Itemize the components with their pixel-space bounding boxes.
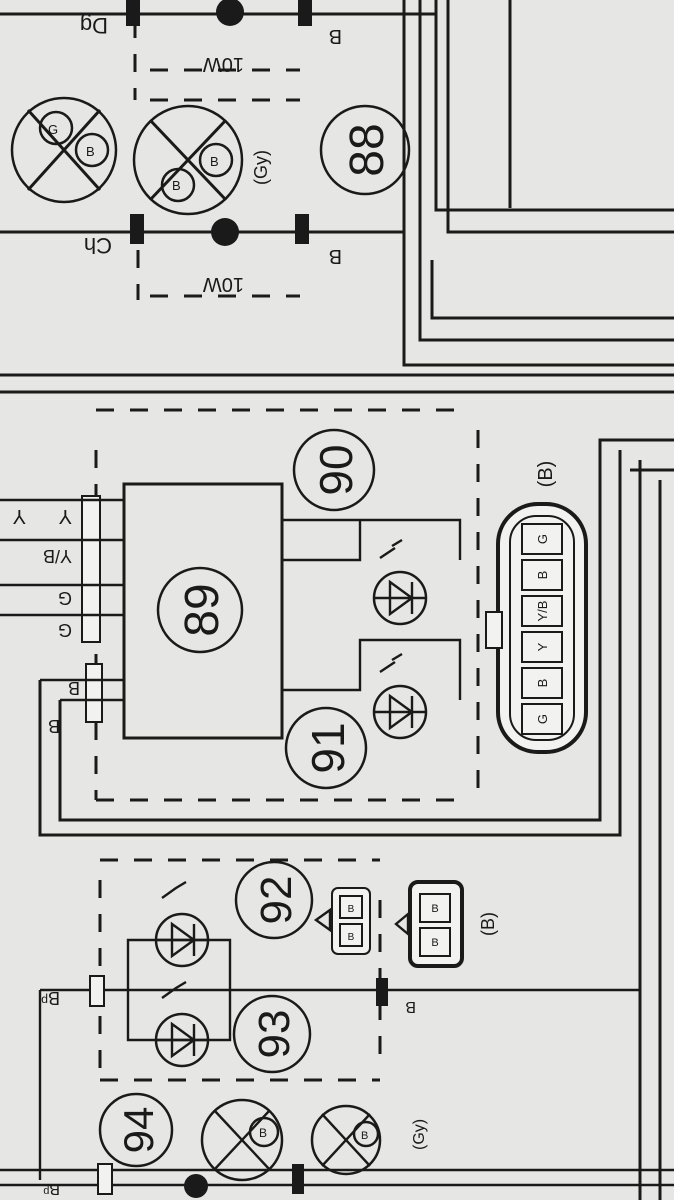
color-note-b-right: (B) — [535, 461, 557, 488]
svg-text:Bᵖ: Bᵖ — [41, 988, 60, 1008]
lamp-bulb-icon — [216, 0, 244, 26]
color-note-gy-upper: (Gy) — [251, 150, 271, 185]
led-upper — [372, 538, 428, 626]
svg-text:G: G — [58, 620, 72, 640]
color-note-b-lower: (B) — [478, 912, 498, 936]
small-connector-a: B B — [313, 887, 371, 955]
svg-text:B: B — [259, 1126, 267, 1140]
svg-text:93: 93 — [250, 1010, 299, 1059]
svg-text:B: B — [405, 998, 416, 1015]
small-connector-b: B B (B) — [394, 880, 498, 968]
svg-text:B: B — [535, 571, 550, 580]
terminal-bp — [89, 975, 105, 1007]
svg-text:G: G — [535, 534, 550, 544]
callout-94: 94 — [98, 1092, 174, 1168]
lamp-upper: Dg 10W B — [80, 0, 342, 102]
lamp-rating-middle: 10W — [203, 273, 244, 295]
lower-group: Bᵖ B Bᵖ 92 93 B B — [0, 460, 674, 1200]
pin-b: B — [86, 144, 95, 159]
callout-89: 89 — [156, 566, 244, 654]
pin-column: G B Y/B Y B G — [521, 523, 563, 735]
led-93 — [154, 980, 210, 1068]
lamp-rating-top: 10W — [203, 53, 244, 75]
svg-text:94: 94 — [115, 1107, 162, 1154]
svg-text:B: B — [68, 678, 80, 698]
terminal-b-mid — [295, 214, 309, 244]
svg-text:B: B — [361, 1130, 368, 1142]
led-lower — [372, 652, 428, 740]
terminal-b-top — [298, 0, 312, 26]
svg-text:Y: Y — [535, 642, 550, 651]
terminal-dg — [126, 0, 140, 26]
callout-88: 88 — [319, 104, 411, 196]
terminal-b-lower — [376, 978, 388, 1006]
pin-g: G — [48, 122, 58, 137]
svg-text:91: 91 — [302, 722, 354, 773]
module-group: 89 Y Y Y/B G G B B — [0, 408, 674, 837]
svg-text:Bᵖ: Bᵖ — [43, 1180, 60, 1197]
bulb-socket-lower-left: B — [200, 1098, 284, 1182]
svg-text:B: B — [172, 178, 181, 193]
callout-90: 90 — [292, 428, 376, 512]
svg-text:B: B — [431, 903, 438, 915]
callout-93: 93 — [232, 994, 312, 1074]
svg-text:B: B — [535, 679, 550, 688]
six-pin-connector: G B Y/B Y B G (B) — [485, 461, 588, 754]
svg-text:92: 92 — [252, 876, 301, 925]
lamp-middle: Ch 10W B — [84, 214, 342, 300]
bulb-socket-lower-right: B (Gy) — [310, 1104, 428, 1176]
harness-connector — [81, 495, 101, 643]
led-92 — [154, 880, 210, 968]
module-box — [122, 482, 284, 740]
svg-text:G: G — [58, 588, 72, 608]
svg-text:G: G — [535, 714, 550, 724]
svg-text:Y: Y — [13, 505, 26, 527]
callout-91: 91 — [284, 706, 368, 790]
svg-text:Y/B: Y/B — [43, 546, 72, 566]
svg-text:B: B — [348, 932, 355, 943]
callout-92: 92 — [234, 860, 314, 940]
svg-text:Y: Y — [59, 505, 72, 527]
bulb-socket-left: G B — [10, 96, 118, 204]
terminal-ch — [130, 214, 144, 244]
svg-text:89: 89 — [176, 583, 229, 636]
color-note-gy-lower: (Gy) — [411, 1119, 428, 1150]
svg-text:B: B — [348, 904, 355, 915]
svg-text:88: 88 — [341, 123, 394, 176]
ground-connector — [85, 663, 103, 723]
wire-label-ch: Ch — [84, 233, 112, 258]
svg-text:B: B — [210, 154, 219, 169]
bulb-socket-right: B B (Gy) — [132, 104, 271, 216]
wire-label-dg: Dg — [80, 13, 108, 38]
lamp-bulb-icon — [211, 218, 239, 246]
svg-text:Y/B: Y/B — [535, 601, 550, 622]
svg-text:B: B — [431, 937, 438, 949]
svg-text:B: B — [48, 716, 60, 736]
svg-text:90: 90 — [310, 444, 362, 495]
upper-harness-lines — [0, 0, 674, 394]
wire-label-b-mid: B — [329, 245, 342, 267]
wire-label-b-top: B — [329, 25, 342, 47]
